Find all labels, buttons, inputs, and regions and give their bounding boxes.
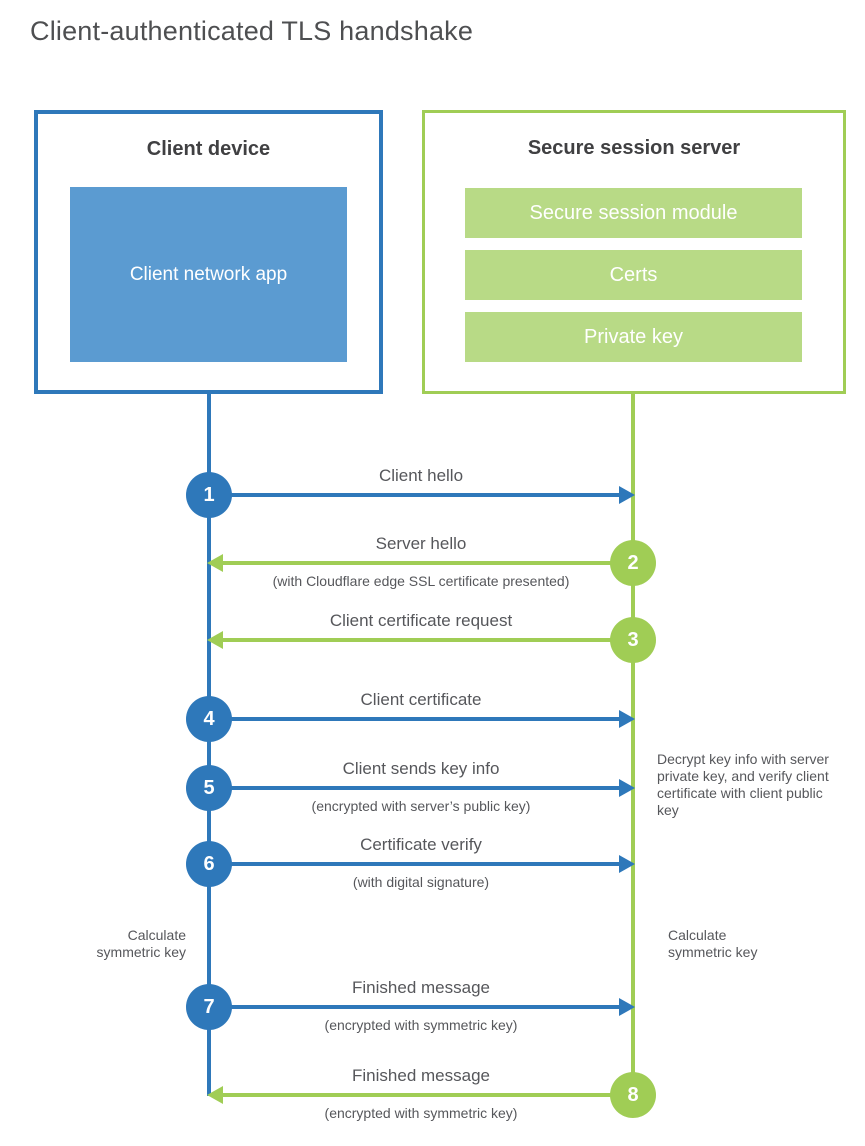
client-network-app-box: Client network app	[70, 187, 347, 362]
step-5-number-badge: 5	[186, 765, 232, 811]
client-device-title: Client device	[146, 138, 271, 160]
arrow-right-icon	[211, 779, 635, 797]
server-module-private-key: Private key	[465, 312, 802, 362]
secure-session-server-box: Secure session server Secure session mod…	[422, 110, 846, 394]
arrow-right-icon	[211, 855, 635, 873]
server-decrypt-note: Decrypt key info with server private key…	[657, 751, 829, 818]
arrow-left-icon	[207, 1086, 631, 1104]
step-7-label: Finished message	[352, 978, 490, 997]
server-title: Secure session server	[527, 137, 741, 159]
arrow-left-icon	[207, 631, 631, 649]
step-6-label: Certificate verify	[360, 835, 482, 854]
server-module-certs: Certs	[465, 250, 802, 300]
step-8-sublabel: (encrypted with symmetric key)	[324, 1105, 518, 1121]
step-8-label: Finished message	[352, 1066, 490, 1085]
step-5-sublabel: (encrypted with server’s public key)	[311, 798, 531, 814]
client-calc-symmetric-key-note: Calculate symmetric key	[96, 927, 186, 960]
step-8-number-badge: 8	[610, 1072, 656, 1118]
step-5-label: Client sends key info	[342, 759, 500, 778]
client-lifeline	[207, 394, 211, 1096]
arrow-right-icon	[211, 710, 635, 728]
step-6-number-badge: 6	[186, 841, 232, 887]
step-2-sublabel: (with Cloudflare edge SSL certificate pr…	[272, 573, 570, 589]
step-1-number-badge: 1	[186, 472, 232, 518]
arrow-right-icon	[211, 486, 635, 504]
client-device-box: Client device Client network app	[34, 110, 383, 394]
step-7-sublabel: (encrypted with symmetric key)	[324, 1017, 518, 1033]
step-4-number-badge: 4	[186, 696, 232, 742]
step-3-number-badge: 3	[610, 617, 656, 663]
arrow-right-icon	[211, 998, 635, 1016]
server-lifeline	[631, 394, 635, 1095]
server-calc-symmetric-key-note: Calculate symmetric key	[668, 927, 758, 960]
step-1-label: Client hello	[378, 466, 464, 485]
page-title: Client-authenticated TLS handshake	[30, 16, 474, 46]
step-4-label: Client certificate	[360, 690, 482, 709]
step-3-label: Client certificate request	[329, 611, 513, 630]
arrow-left-icon	[207, 554, 631, 572]
client-network-app-label: Client network app	[129, 263, 288, 285]
step-6-sublabel: (with digital signature)	[352, 874, 490, 890]
step-2-number-badge: 2	[610, 540, 656, 586]
step-7-number-badge: 7	[186, 984, 232, 1030]
step-2-label: Server hello	[375, 534, 467, 553]
server-module-secure-session: Secure session module	[465, 188, 802, 238]
